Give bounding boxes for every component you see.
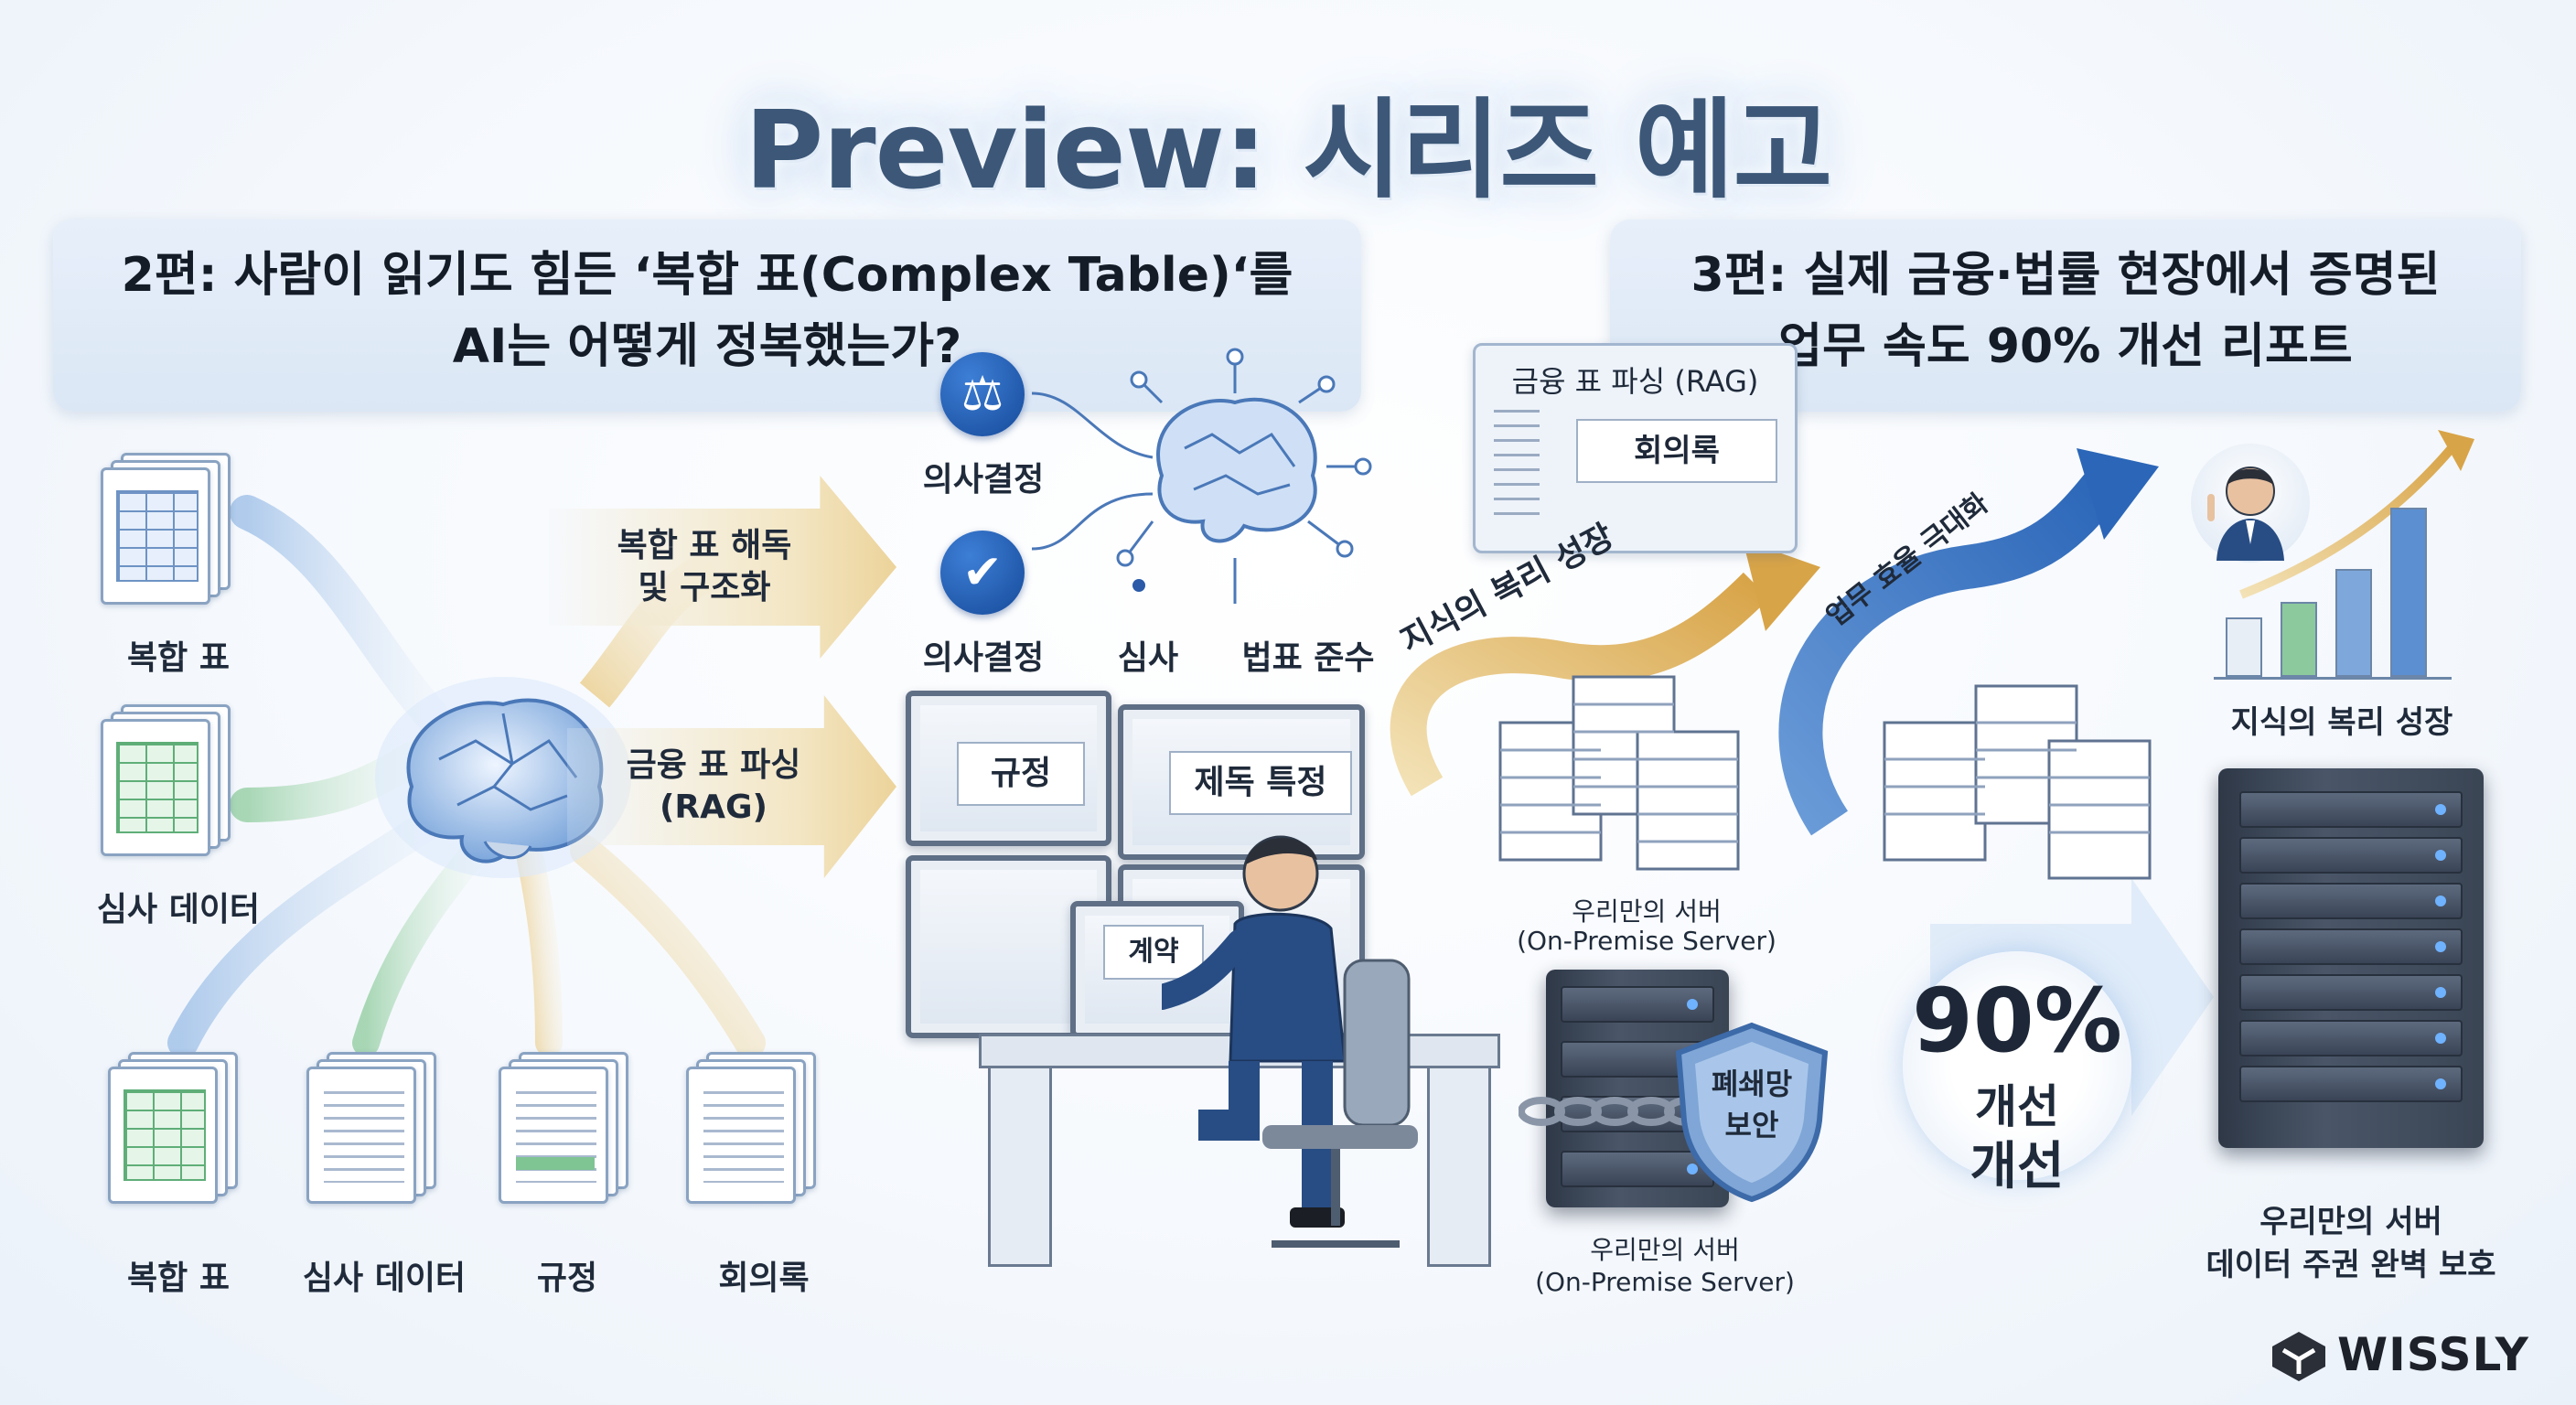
doc-label: 심사 데이터 <box>302 1260 467 1297</box>
table-icon <box>116 742 199 833</box>
rag-callout-title: 금융 표 파싱 (RAG) <box>1511 364 1759 399</box>
paper-stacks <box>1498 675 1740 871</box>
monitor-label: 계약 <box>1103 925 1204 980</box>
monitor-label: 제독 특정 <box>1169 751 1352 815</box>
server-icon <box>2218 768 2484 1148</box>
doc-label: 복합 표 <box>127 1260 230 1297</box>
review-label: 심사 <box>1117 639 1179 677</box>
desk-leg <box>988 1066 1052 1267</box>
right-banner-line2: 업무 속도 90% 개선 리포트 <box>1778 319 2353 374</box>
doc-label: 회의록 <box>718 1260 810 1297</box>
arrow-label-line1: 금융 표 파싱 <box>626 746 801 784</box>
checklist-icon: ✔ <box>940 531 1025 615</box>
page-title: Preview: 시리즈 예고 <box>744 87 1832 213</box>
chart-baseline <box>2214 677 2452 680</box>
improvement-badge <box>1903 951 2131 1180</box>
secure-server-caption-1: 우리만의 서버 <box>1590 1235 1740 1265</box>
compliance-label: 법표 준수 <box>1241 639 1375 677</box>
monitor-top-left: 규정 <box>906 691 1111 846</box>
scale-label: 의사결정 <box>922 461 1045 499</box>
paper-stacks-right <box>1883 684 2152 880</box>
rag-callout-body: 회의록 <box>1576 419 1777 483</box>
shield-label-2: 보안 <box>1724 1108 1779 1142</box>
logo-text: WISSLY <box>2337 1328 2529 1381</box>
growth-server-caption-2: (On-Premise Server) <box>1517 926 1776 956</box>
person-icon <box>2207 467 2284 561</box>
arrow-label-line2: 및 구조화 <box>638 569 771 606</box>
doc-bottom-4 <box>686 1052 823 1207</box>
right-banner-line1: 3편: 실제 금융·법률 현장에서 증명된 <box>1690 248 2441 303</box>
table-icon <box>116 490 199 582</box>
monitor-label: 규정 <box>957 742 1085 806</box>
chart-bar <box>2226 617 2262 677</box>
chart-bar <box>2335 569 2372 677</box>
big-server-caption-1: 우리만의 서버 <box>2259 1204 2442 1240</box>
arrow-label-line1: 복합 표 해독 <box>617 527 792 564</box>
doc-label: 복합 표 <box>127 639 230 677</box>
growth-bar-chart <box>2218 499 2447 677</box>
person-icon <box>1162 835 1418 1248</box>
chart-bar <box>2281 602 2317 677</box>
shield-label-1: 폐쇄망 <box>1711 1067 1793 1101</box>
chart-caption: 지식의 복리 성장 <box>2230 704 2453 741</box>
monitor-top-right: 제독 특정 <box>1118 704 1365 860</box>
doc-complex-table <box>101 453 238 608</box>
desk-leg <box>1427 1066 1491 1267</box>
improvement-percent: 90% <box>1912 970 2122 1072</box>
doc-label: 심사 데이터 <box>96 891 261 928</box>
left-banner-line2: AI는 어떻게 정복했는가? <box>452 319 962 374</box>
improvement-line1: 개선 <box>1975 1080 2059 1133</box>
presenter-avatar <box>2191 444 2310 563</box>
growth-server-caption-1: 우리만의 서버 <box>1572 896 1722 927</box>
check-label: 의사결정 <box>922 639 1045 677</box>
secure-server-caption-2: (On-Premise Server) <box>1535 1267 1795 1297</box>
left-banner-line1: 2편: 사람이 읽기도 힘든 ‘복합 표(Complex Table)‘를 <box>121 248 1293 303</box>
scale-icon: ⚖ <box>940 352 1025 436</box>
arrow-label-line2: (RAG) <box>659 788 768 826</box>
doc-bottom-2 <box>306 1052 444 1207</box>
rag-callout: 금융 표 파싱 (RAG) 회의록 <box>1473 343 1798 553</box>
network-brain-icon <box>1031 348 1372 604</box>
shield-icon <box>1675 1022 1829 1203</box>
doc-label: 규정 <box>536 1260 598 1297</box>
improvement-line2: 개선 <box>1970 1137 2065 1196</box>
doc-bottom-1 <box>108 1052 245 1207</box>
chart-bar <box>2390 508 2427 677</box>
doc-review-data <box>101 704 238 860</box>
wissly-logo-icon <box>2272 1332 2325 1381</box>
big-server-caption-2: 데이터 주권 완벽 보호 <box>2206 1247 2496 1283</box>
doc-bottom-3 <box>499 1052 636 1207</box>
